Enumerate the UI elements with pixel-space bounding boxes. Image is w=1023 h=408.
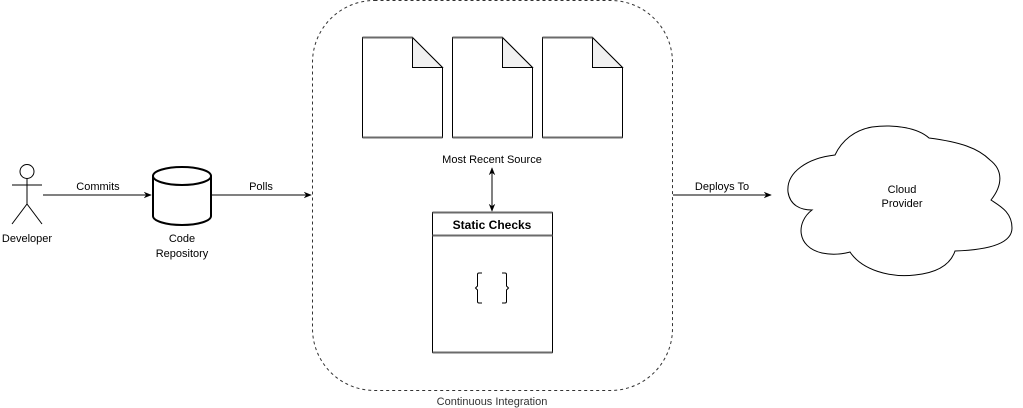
edge-polls[interactable]: Polls [212,181,312,199]
cloud-label-line1: Cloud [888,184,917,196]
edge-commits[interactable]: Commits [43,181,152,199]
cloud-label-line2: Provider [882,198,923,210]
polls-label: Polls [249,181,273,193]
repository-label-line1: Code [169,233,195,245]
document-2[interactable] [452,36,534,139]
most-recent-source-label: Most Recent Source [442,154,542,166]
document-icon [452,37,533,138]
ci-container[interactable]: Continuous Integration [312,0,673,408]
actor-icon [11,164,43,225]
document-3[interactable] [542,36,624,139]
curly-braces-icon [474,272,510,304]
document-fold [592,36,624,68]
most-recent-source[interactable]: Most Recent Source [362,36,624,167]
ci-container-label: Continuous Integration [437,396,548,408]
static-checks-title: Static Checks [453,218,532,232]
document-icon [542,37,623,138]
cloud-provider[interactable]: Cloud Provider [787,125,1013,277]
document-fold [412,36,444,68]
edge-deploys-to[interactable]: Deploys To [673,181,772,199]
cloud-icon [787,125,1013,277]
static-checks[interactable]: Static Checks [432,211,553,354]
document-icon [362,37,443,138]
developer-label: Developer [2,233,52,245]
document-1[interactable] [362,36,444,139]
document-fold [502,36,534,68]
commits-label: Commits [76,181,120,193]
deploys-to-label: Deploys To [695,181,749,193]
repository-label-line2: Repository [156,248,209,260]
database-cylinder-icon [152,166,212,226]
code-repository[interactable]: Code Repository [152,166,212,260]
static-checks-box [432,212,553,353]
developer-actor[interactable]: Developer [2,164,52,246]
